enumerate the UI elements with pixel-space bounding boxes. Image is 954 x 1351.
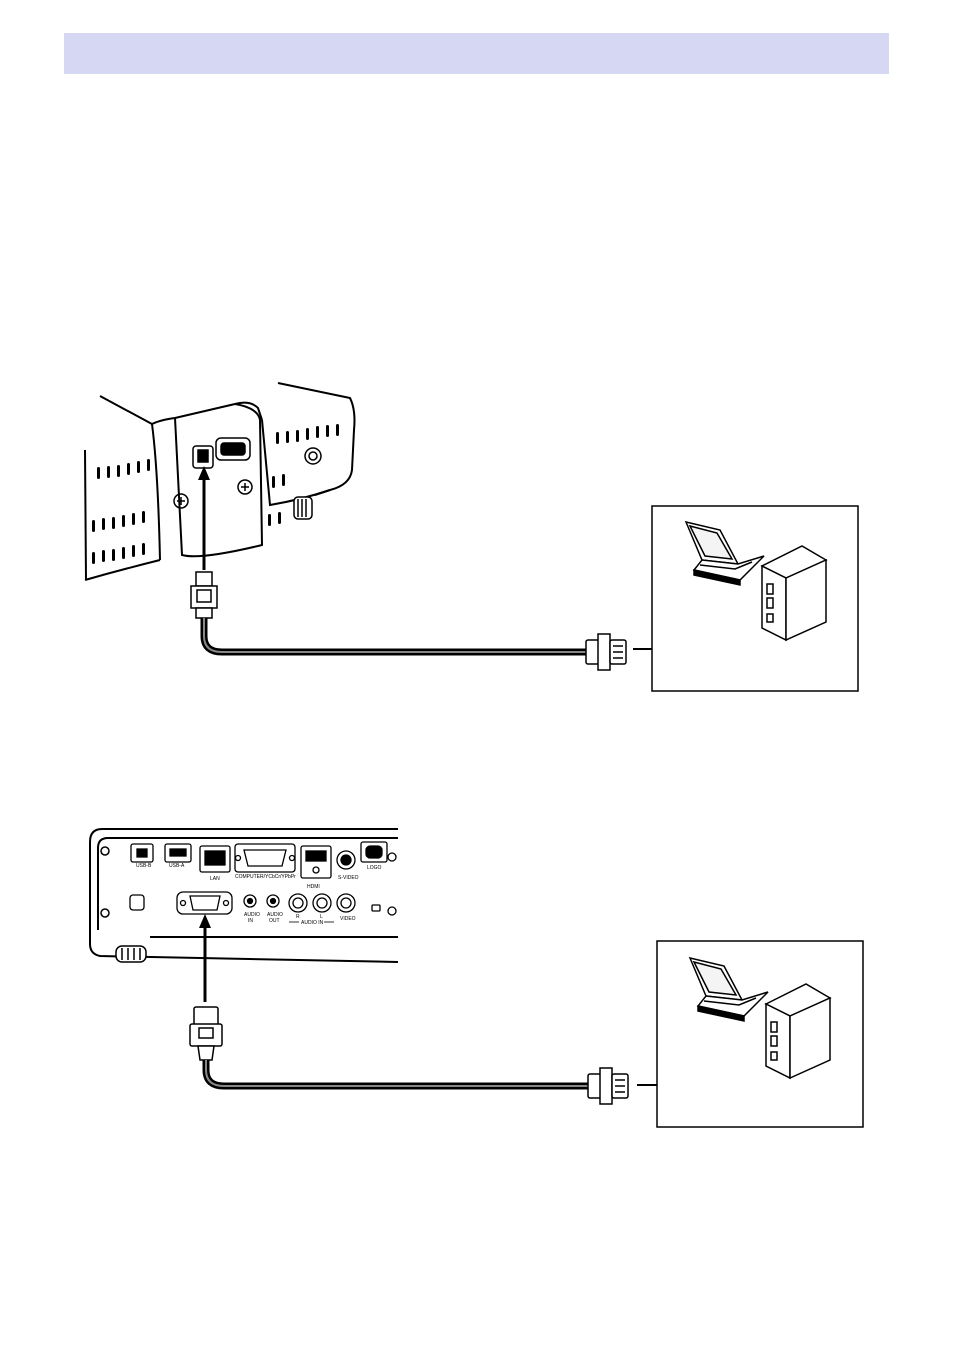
label-computer: COMPUTER/YCbCr/YPbPr — [235, 874, 296, 880]
port-labels: USB-B USB-A LAN COMPUTER/YCbCr/YPbPr HDM… — [136, 863, 382, 926]
db9-plug-projector-end — [189, 1006, 223, 1061]
adjuster-foot — [293, 496, 313, 520]
panel-screw — [100, 908, 110, 918]
panel-screw — [100, 846, 110, 856]
label-audio-r: R — [296, 914, 300, 920]
rear-foot — [115, 945, 147, 963]
laptop-icon — [684, 520, 765, 586]
projector-side-connection-diagram — [84, 382, 859, 692]
label-audio-in-group: AUDIO IN — [301, 920, 324, 926]
label-usb-a: USB-A — [169, 863, 185, 869]
projector-rear-body — [89, 828, 399, 963]
cable-plug — [190, 571, 218, 619]
label-audio-l: L — [320, 914, 323, 920]
label-audio-out-sub: OUT — [269, 918, 280, 924]
panel-ports — [192, 437, 251, 469]
label-logo: LOGO — [367, 865, 382, 871]
label-video: VIDEO — [340, 916, 356, 922]
rear-ports — [129, 841, 397, 911]
serial-cable — [200, 618, 590, 656]
rear-ports-row2 — [176, 891, 397, 916]
vent-slots — [92, 424, 339, 564]
computer-box — [651, 505, 859, 692]
db9-connector — [585, 633, 627, 671]
label-svideo: S-VIDEO — [338, 875, 359, 881]
laptop-icon — [688, 956, 769, 1022]
label-audio-in: AUDIO — [244, 912, 260, 918]
insert-arrow — [199, 914, 211, 1002]
label-audio-in-sub: IN — [248, 918, 253, 924]
projector-side-body — [84, 382, 356, 581]
desktop-tower-icon — [764, 983, 832, 1080]
serial-cable — [202, 1060, 592, 1090]
projector-rear-connection-diagram: USB-B USB-A LAN COMPUTER/YCbCr/YPbPr HDM… — [89, 828, 864, 1128]
label-hdmi: HDMI — [307, 884, 320, 890]
header-band — [64, 33, 889, 74]
label-audio-out: AUDIO — [267, 912, 283, 918]
insert-arrow — [198, 466, 210, 570]
desktop-tower-icon — [760, 545, 828, 642]
computer-box — [656, 940, 864, 1128]
panel-screws — [173, 447, 322, 509]
label-usb-b: USB-B — [136, 863, 152, 869]
label-lan: LAN — [210, 876, 220, 882]
db9-connector — [587, 1067, 629, 1105]
